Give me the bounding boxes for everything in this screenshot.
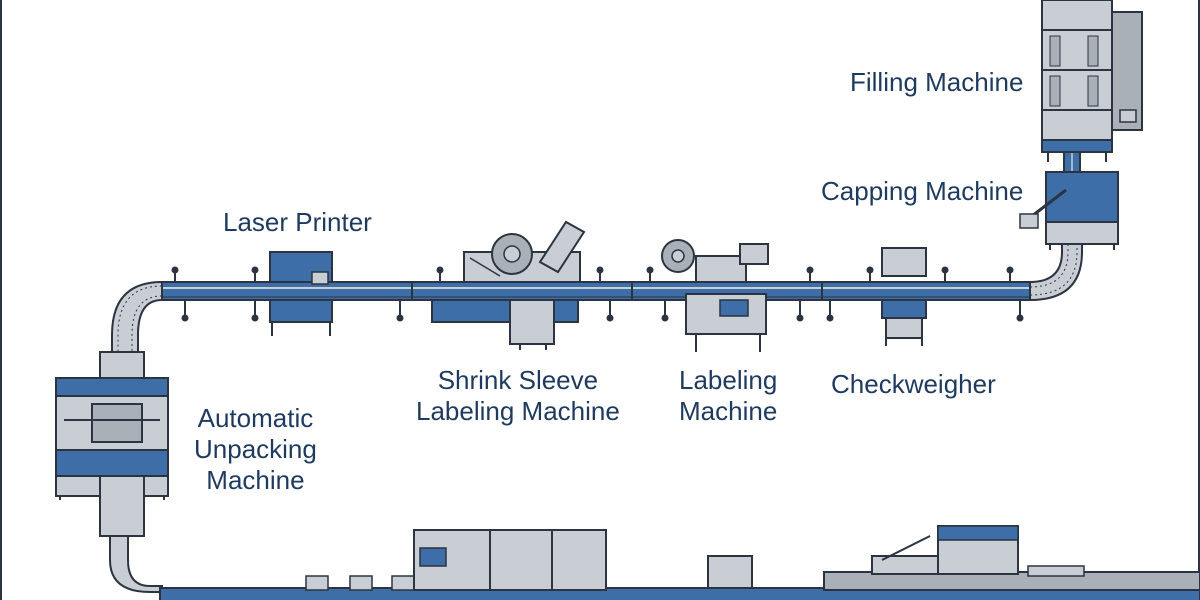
label-capping-machine: Capping Machine	[821, 176, 1024, 206]
lower-curve-conveyor	[109, 535, 163, 593]
unpacking-machine	[55, 351, 169, 537]
label-labeling-machine: Labeling Machine	[679, 365, 778, 426]
upper-conveyor	[161, 281, 1031, 301]
label-laser-printer: Laser Printer	[223, 207, 372, 237]
shrink-sleeve-machine	[431, 220, 586, 350]
laser-printer	[269, 251, 333, 336]
label-shrink-sleeve-labeling-machine: Shrink Sleeve Labeling Machine	[416, 365, 620, 426]
left-curve-conveyor	[111, 280, 163, 356]
conveyor-legs	[171, 266, 1024, 322]
right-curve-conveyor	[1029, 231, 1083, 302]
label-checkweigher: Checkweigher	[831, 369, 996, 399]
labeling-machine	[661, 239, 769, 352]
label-automatic-unpacking-machine: Automatic Unpacking Machine	[194, 403, 317, 495]
label-filling-machine: Filling Machine	[850, 67, 1024, 97]
lower-machines	[305, 525, 1200, 591]
checkweigher	[881, 247, 927, 346]
filling-machine	[1041, 0, 1143, 162]
capping-machine	[1019, 171, 1119, 250]
